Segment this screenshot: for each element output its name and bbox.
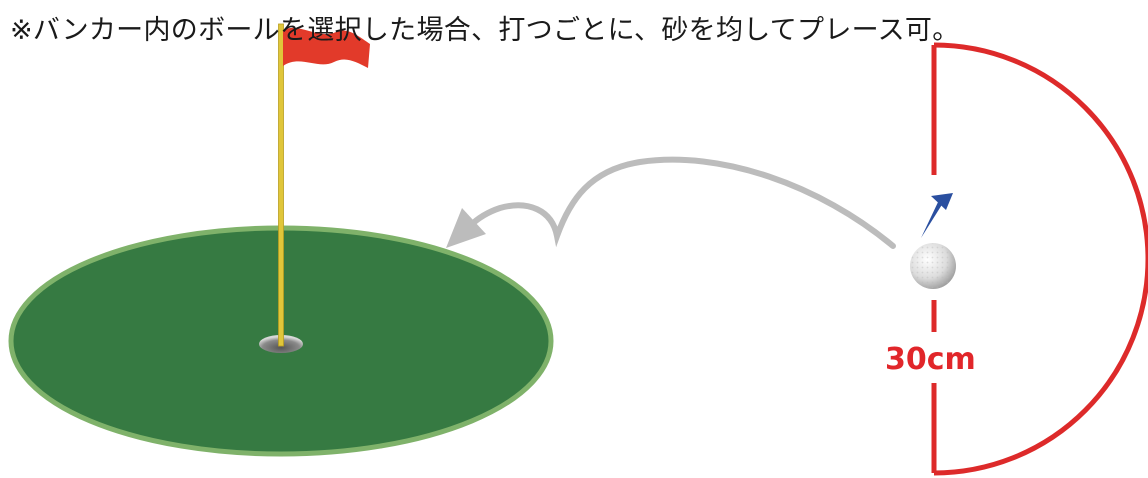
flag-pole (278, 23, 284, 347)
distance-boundary (931, 42, 1148, 476)
rule-note: ※バンカー内のボールを選択した場合、打つごとに、砂を均してプレース可。 (10, 15, 960, 46)
shot-trajectory-arrow (446, 156, 896, 249)
distance-label: 30cm (885, 342, 976, 377)
golf-ball-icon (910, 243, 956, 289)
golf-tee-icon (921, 193, 953, 238)
golf-flag-icon (283, 27, 370, 68)
